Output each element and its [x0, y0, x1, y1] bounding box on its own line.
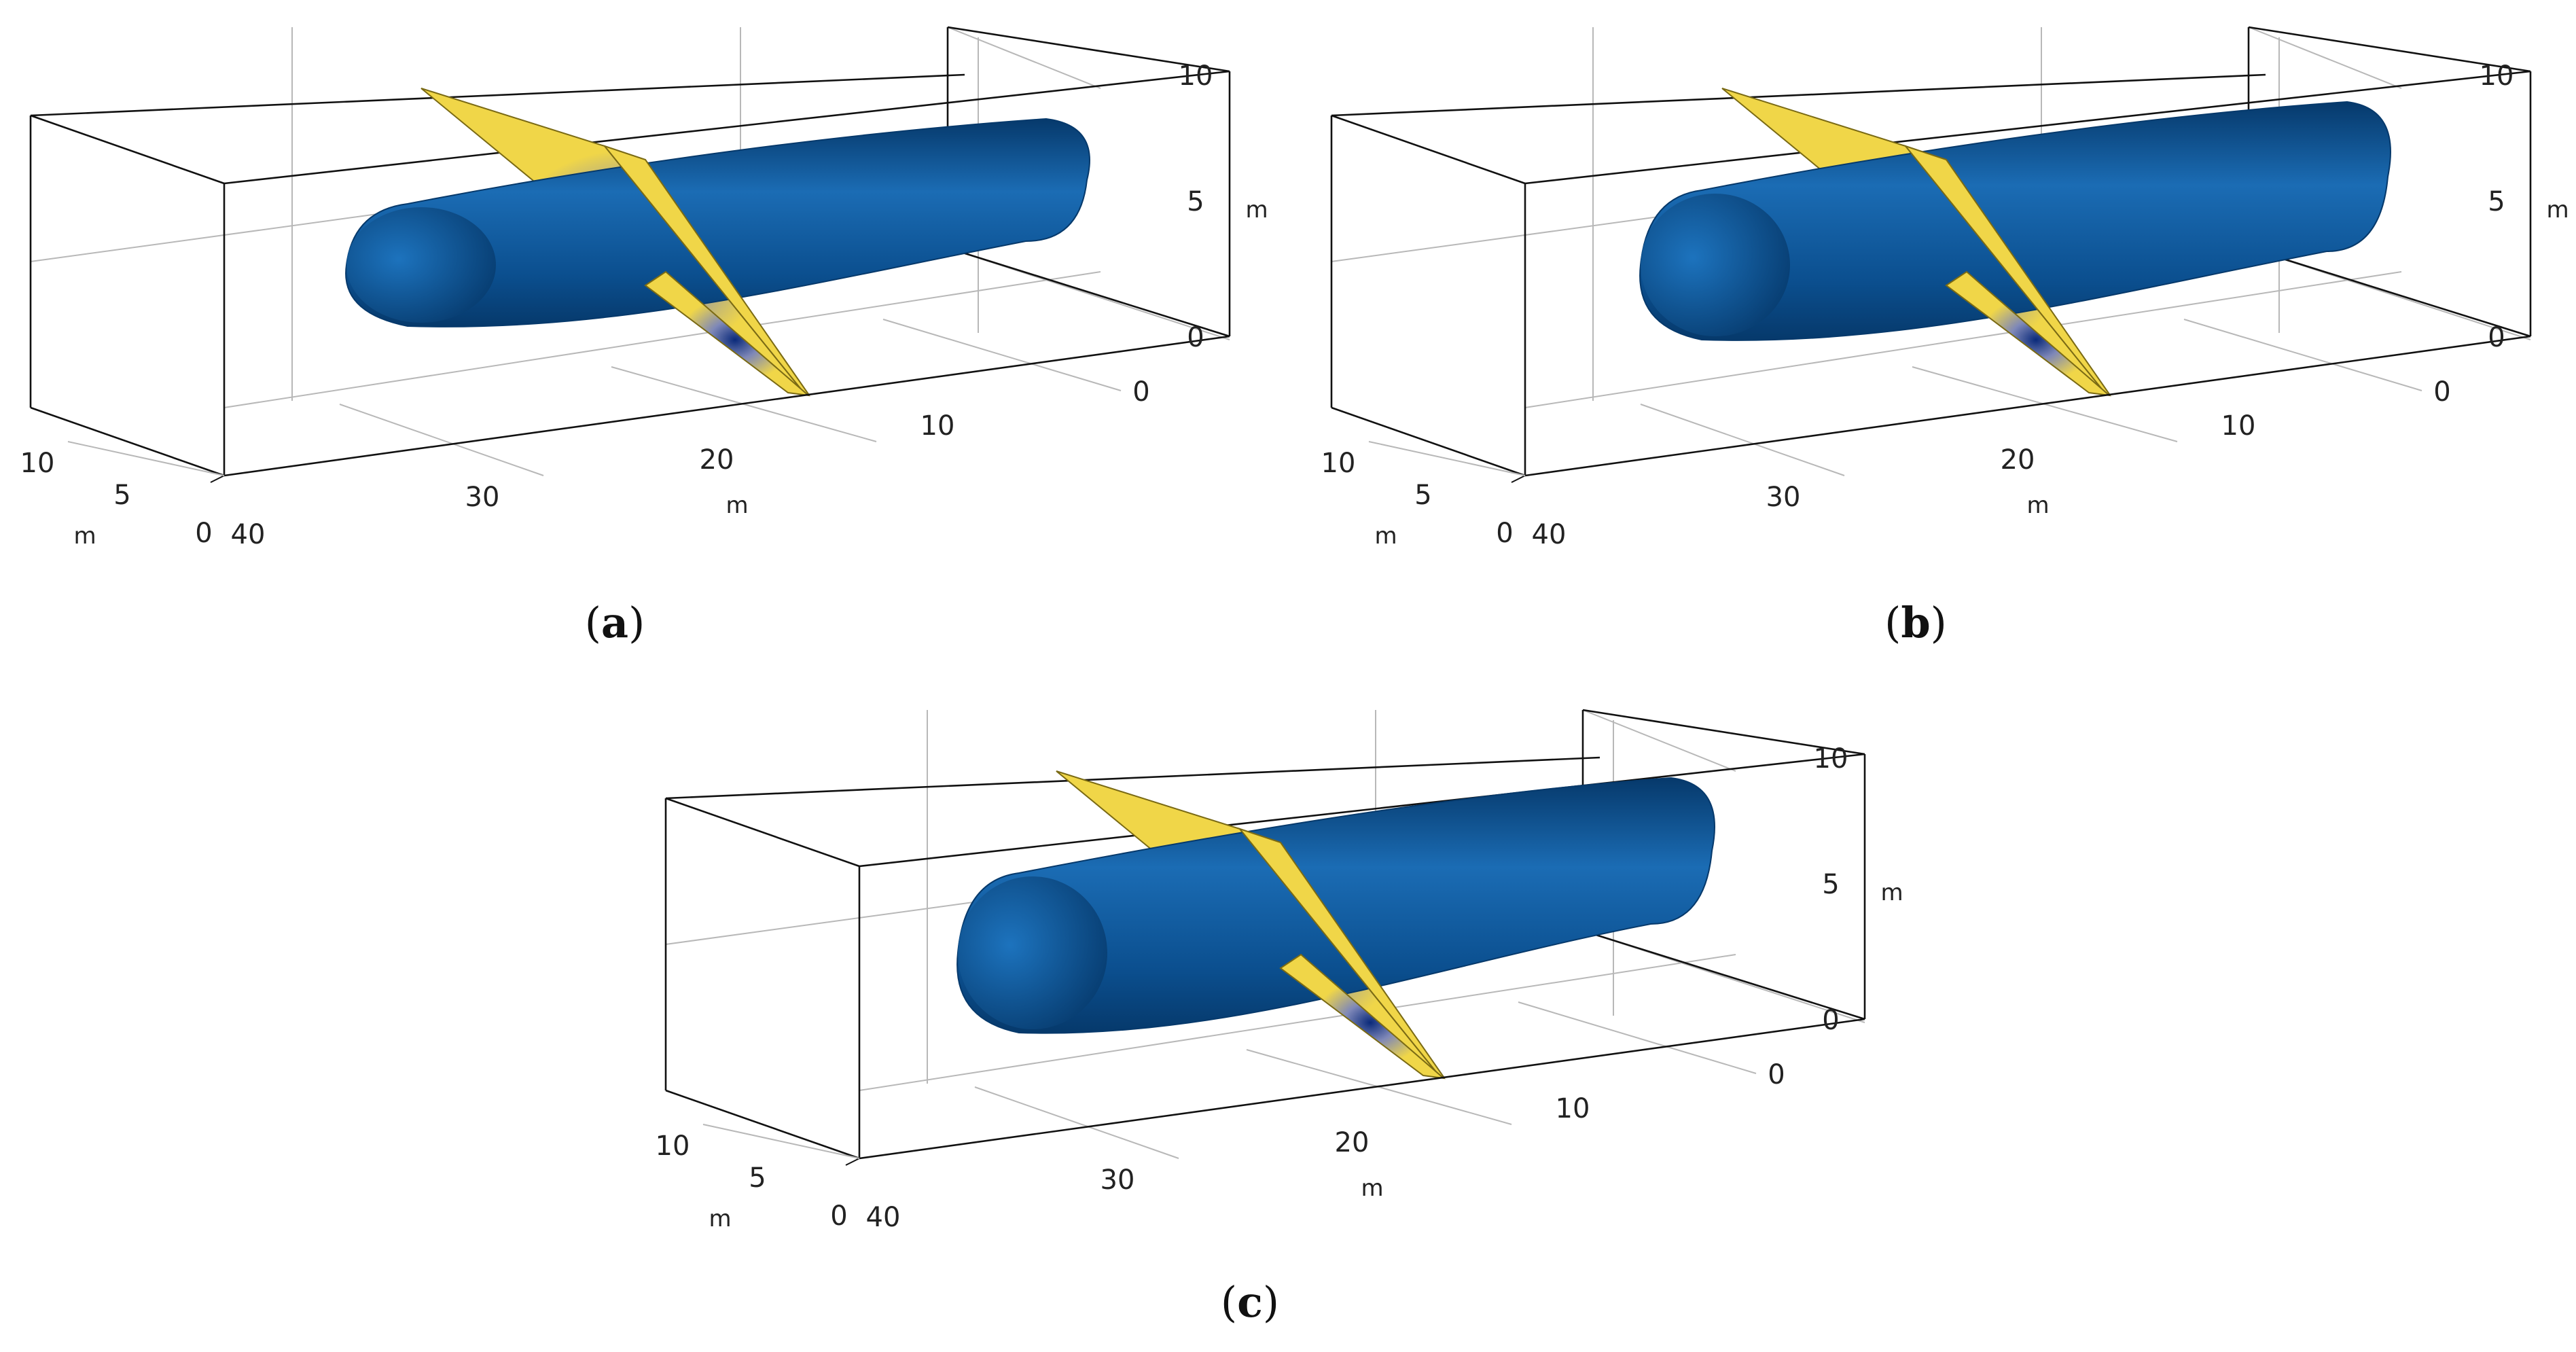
panel-a-plot: 10 5 0 m 0 10 20 30 40 m 10 5 0 m [20, 26, 1268, 550]
x-tick-label: 10 [920, 410, 955, 442]
box-edge [947, 26, 1230, 73]
x-tick-label: 20 [2001, 444, 2035, 476]
box-edge [30, 114, 225, 185]
y-tick-label: 0 [195, 518, 212, 549]
box-edge [1331, 406, 1526, 477]
box-edge [1582, 709, 1865, 755]
y-tick-label: 10 [1321, 448, 1356, 479]
plume-isosurface [1639, 101, 2391, 341]
tick-mark [845, 1158, 860, 1166]
grid-line [859, 954, 1736, 1091]
panel-a: 10 5 0 m 0 10 20 30 40 m 10 5 0 m (a) [0, 0, 1277, 652]
z-unit-label: m [1245, 196, 1268, 224]
plume-isosurface [345, 118, 1090, 327]
x-tick-label: 40 [1532, 519, 1567, 550]
z-tick-label: 10 [1814, 743, 1848, 775]
grid-line [882, 319, 1122, 391]
y-tick-label: 10 [656, 1131, 690, 1162]
grid-line [339, 404, 544, 476]
panel-c-plot: 10 5 0 m 0 10 20 30 40 m 10 5 0 m [656, 709, 1903, 1233]
tick-mark [67, 441, 225, 476]
plume-isosurface [956, 777, 1715, 1034]
z-tick-label: 0 [2488, 322, 2505, 353]
tick-mark [1368, 441, 1526, 476]
x-tick-label: 20 [1335, 1127, 1370, 1158]
y-unit-label: m [73, 522, 96, 550]
box-edge [1524, 70, 2531, 185]
z-tick-label: 5 [1187, 186, 1204, 217]
box-edge [223, 335, 1230, 477]
x-tick-label: 10 [2221, 410, 2256, 442]
x-tick-label: 20 [700, 444, 734, 476]
grid-line [1524, 271, 2402, 408]
box-edge [2248, 26, 2531, 73]
z-unit-label: m [2546, 196, 2569, 224]
box-edge [1524, 335, 2531, 477]
y-tick-label: 10 [20, 448, 55, 479]
box-edge [665, 797, 860, 868]
box-edge [1331, 114, 1526, 185]
grid-line [947, 26, 1101, 89]
plume-cap [1641, 194, 1790, 336]
grid-line [1640, 404, 1845, 476]
panel-c-caption: (c) [1220, 1277, 1280, 1327]
y-unit-label: m [1374, 522, 1397, 550]
box-edge [30, 406, 225, 477]
z-tick-label: 0 [1187, 322, 1204, 353]
tick-mark [702, 1124, 860, 1159]
x-tick-label: 10 [1556, 1093, 1590, 1124]
tick-mark [1511, 475, 1526, 483]
panel-a-caption: (a) [584, 598, 645, 647]
grid-line [1518, 1001, 1757, 1074]
grid-line [223, 271, 1101, 408]
x-tick-label: 40 [866, 1202, 901, 1233]
y-tick-label: 0 [830, 1200, 847, 1232]
panel-b-plot: 10 5 0 m 0 10 20 30 40 m 10 5 0 m [1321, 26, 2569, 550]
plume-cap [958, 876, 1107, 1029]
bounding-box [664, 709, 1866, 1160]
z-unit-label: m [1880, 879, 1903, 906]
plume-cap [346, 207, 496, 323]
grid-line [974, 1086, 1179, 1159]
box-edge [665, 756, 1600, 800]
panel-c: 10 5 0 m 0 10 20 30 40 m 10 5 0 m (c) [635, 652, 1912, 1352]
box-edge [2248, 247, 2531, 338]
panel-b: 10 5 0 m 0 10 20 30 40 m 10 5 0 m (b) [1301, 0, 2576, 652]
box-edge [1331, 73, 2266, 117]
grid-line [2248, 26, 2402, 89]
y-unit-label: m [709, 1205, 731, 1232]
z-tick-label: 10 [1179, 60, 1213, 92]
x-tick-label: 40 [231, 519, 266, 550]
y-tick-label: 5 [749, 1162, 766, 1194]
x-tick-label: 0 [1768, 1059, 1785, 1090]
z-tick-label: 5 [2488, 186, 2505, 217]
panel-b-caption: (b) [1884, 598, 1947, 647]
grid-line [2183, 319, 2422, 391]
box-edge [223, 70, 1230, 185]
x-unit-label: m [2026, 492, 2049, 519]
box-edge [30, 73, 965, 117]
z-tick-label: 5 [1822, 869, 1839, 900]
x-tick-label: 30 [465, 482, 500, 513]
box-edge [859, 753, 1865, 868]
tick-mark [210, 475, 225, 483]
box-edge [859, 1018, 1865, 1160]
box-edge [947, 247, 1230, 338]
x-unit-label: m [1361, 1175, 1383, 1202]
y-tick-label: 5 [1414, 480, 1431, 511]
y-tick-label: 5 [113, 480, 130, 511]
z-tick-label: 0 [1822, 1005, 1839, 1036]
x-tick-label: 0 [2433, 376, 2450, 408]
box-edge [1582, 929, 1865, 1020]
y-tick-label: 0 [1496, 518, 1513, 549]
z-tick-label: 10 [2480, 60, 2514, 92]
x-unit-label: m [726, 492, 748, 519]
x-tick-label: 30 [1766, 482, 1801, 513]
grid-line [1582, 709, 1736, 772]
x-tick-label: 30 [1101, 1164, 1135, 1196]
x-tick-label: 0 [1132, 376, 1149, 408]
box-edge [665, 1089, 860, 1160]
